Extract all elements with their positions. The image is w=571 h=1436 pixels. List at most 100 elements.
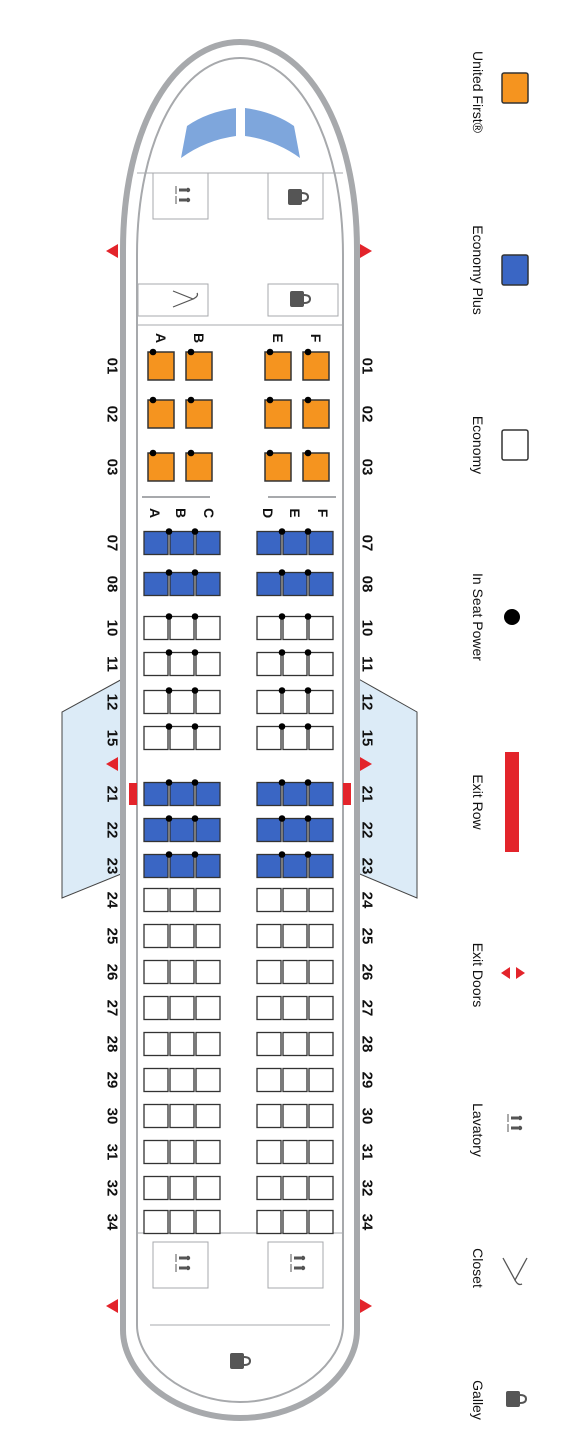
seat-economy[interactable] — [195, 651, 221, 677]
seat-economy[interactable] — [256, 651, 282, 677]
seat-economy[interactable] — [308, 1175, 334, 1201]
seat-plus[interactable] — [195, 817, 221, 843]
seat-economy[interactable] — [308, 725, 334, 751]
seat-economy[interactable] — [282, 1139, 308, 1165]
seat-plus[interactable] — [169, 853, 195, 879]
seat-economy[interactable] — [308, 689, 334, 715]
seat-economy[interactable] — [256, 887, 282, 913]
seat-economy[interactable] — [169, 651, 195, 677]
seat-economy[interactable] — [282, 651, 308, 677]
seat-economy[interactable] — [282, 725, 308, 751]
seat-plus[interactable] — [282, 571, 308, 597]
seat-economy[interactable] — [169, 995, 195, 1021]
seat-economy[interactable] — [282, 1067, 308, 1093]
seat-plus[interactable] — [195, 781, 221, 807]
seat-plus[interactable] — [256, 530, 282, 556]
seat-economy[interactable] — [256, 1103, 282, 1129]
seat-economy[interactable] — [195, 1067, 221, 1093]
seat-plus[interactable] — [256, 853, 282, 879]
seat-economy[interactable] — [143, 1067, 169, 1093]
seat-economy[interactable] — [256, 1067, 282, 1093]
seat-economy[interactable] — [282, 1175, 308, 1201]
seat-plus[interactable] — [256, 571, 282, 597]
seat-economy[interactable] — [195, 615, 221, 641]
seat-plus[interactable] — [195, 571, 221, 597]
seat-economy[interactable] — [143, 1209, 169, 1235]
seat-plus[interactable] — [169, 781, 195, 807]
seat-economy[interactable] — [169, 689, 195, 715]
seat-economy[interactable] — [282, 615, 308, 641]
seat-plus[interactable] — [308, 781, 334, 807]
seat-economy[interactable] — [195, 1175, 221, 1201]
seat-economy[interactable] — [143, 651, 169, 677]
seat-plus[interactable] — [282, 853, 308, 879]
seat-plus[interactable] — [308, 853, 334, 879]
seat-economy[interactable] — [169, 1103, 195, 1129]
seat-economy[interactable] — [169, 1175, 195, 1201]
seat-economy[interactable] — [195, 923, 221, 949]
seat-plus[interactable] — [169, 571, 195, 597]
seat-economy[interactable] — [282, 959, 308, 985]
seat-economy[interactable] — [195, 1031, 221, 1057]
seat-plus[interactable] — [282, 817, 308, 843]
seat-economy[interactable] — [169, 923, 195, 949]
seat-economy[interactable] — [308, 1067, 334, 1093]
seat-economy[interactable] — [169, 887, 195, 913]
seat-economy[interactable] — [169, 1209, 195, 1235]
seat-plus[interactable] — [143, 530, 169, 556]
seat-plus[interactable] — [282, 530, 308, 556]
seat-plus[interactable] — [256, 817, 282, 843]
seat-economy[interactable] — [143, 1139, 169, 1165]
seat-first[interactable] — [302, 452, 330, 482]
seat-economy[interactable] — [143, 923, 169, 949]
seat-economy[interactable] — [282, 689, 308, 715]
seat-economy[interactable] — [256, 1139, 282, 1165]
seat-plus[interactable] — [143, 853, 169, 879]
seat-economy[interactable] — [282, 1209, 308, 1235]
seat-economy[interactable] — [308, 995, 334, 1021]
seat-plus[interactable] — [282, 781, 308, 807]
seat-economy[interactable] — [256, 615, 282, 641]
seat-economy[interactable] — [256, 1209, 282, 1235]
seat-first[interactable] — [185, 452, 213, 482]
seat-economy[interactable] — [169, 615, 195, 641]
seat-economy[interactable] — [282, 1031, 308, 1057]
seat-economy[interactable] — [195, 995, 221, 1021]
seat-first[interactable] — [147, 351, 175, 381]
seat-economy[interactable] — [143, 725, 169, 751]
seat-plus[interactable] — [308, 817, 334, 843]
seat-economy[interactable] — [256, 959, 282, 985]
seat-plus[interactable] — [308, 571, 334, 597]
seat-plus[interactable] — [195, 530, 221, 556]
seat-plus[interactable] — [169, 530, 195, 556]
seat-economy[interactable] — [195, 689, 221, 715]
seat-economy[interactable] — [256, 689, 282, 715]
seat-first[interactable] — [302, 399, 330, 429]
seat-economy[interactable] — [169, 1067, 195, 1093]
seat-economy[interactable] — [256, 1031, 282, 1057]
seat-economy[interactable] — [256, 725, 282, 751]
seat-first[interactable] — [147, 452, 175, 482]
seat-economy[interactable] — [308, 1209, 334, 1235]
seat-first[interactable] — [264, 399, 292, 429]
seat-economy[interactable] — [308, 1103, 334, 1129]
seat-plus[interactable] — [143, 571, 169, 597]
seat-economy[interactable] — [256, 1175, 282, 1201]
seat-first[interactable] — [264, 351, 292, 381]
seat-economy[interactable] — [282, 995, 308, 1021]
seat-economy[interactable] — [143, 887, 169, 913]
seat-plus[interactable] — [256, 781, 282, 807]
seat-economy[interactable] — [169, 1139, 195, 1165]
seat-economy[interactable] — [282, 923, 308, 949]
seat-economy[interactable] — [169, 725, 195, 751]
seat-first[interactable] — [147, 399, 175, 429]
seat-plus[interactable] — [143, 817, 169, 843]
seat-economy[interactable] — [169, 1031, 195, 1057]
seat-economy[interactable] — [308, 651, 334, 677]
seat-economy[interactable] — [308, 1031, 334, 1057]
seat-first[interactable] — [302, 351, 330, 381]
seat-first[interactable] — [264, 452, 292, 482]
seat-plus[interactable] — [143, 781, 169, 807]
seat-economy[interactable] — [195, 725, 221, 751]
seat-economy[interactable] — [256, 923, 282, 949]
